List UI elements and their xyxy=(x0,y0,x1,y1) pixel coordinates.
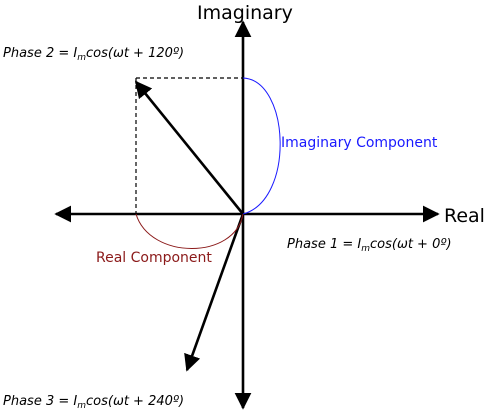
phase-2-label: Phase 2 = Imcos(ωt + 120º) xyxy=(3,46,184,63)
phase-1-label-prefix: Phase 1 = I xyxy=(287,237,361,252)
phase-1-label-subscript: m xyxy=(361,244,370,254)
phase-3-label-subscript: m xyxy=(77,401,86,411)
phase-3-phasor xyxy=(184,213,245,372)
real-component-arc xyxy=(135,213,244,249)
phase-3-label-suffix: cos(ωt + 240º) xyxy=(86,394,184,409)
imaginary-component-arc xyxy=(242,77,281,215)
phase-3-label-prefix: Phase 3 = I xyxy=(3,394,77,409)
imaginary-axis-label: Imaginary xyxy=(197,2,293,24)
phase-2-phasor xyxy=(134,80,245,215)
real-axis-label: Real xyxy=(444,205,485,227)
phase-3-label: Phase 3 = Imcos(ωt + 240º) xyxy=(3,394,184,411)
phase-2-label-subscript: m xyxy=(77,53,86,63)
real-component-label: Real Component xyxy=(96,250,212,266)
phase-2-label-prefix: Phase 2 = I xyxy=(3,46,77,61)
phase-1-label: Phase 1 = Imcos(ωt + 0º) xyxy=(287,237,452,254)
phase-2-label-suffix: cos(ωt + 120º) xyxy=(86,46,184,61)
phase-1-label-suffix: cos(ωt + 0º) xyxy=(370,237,452,252)
imaginary-component-label: Imaginary Component xyxy=(281,135,438,151)
